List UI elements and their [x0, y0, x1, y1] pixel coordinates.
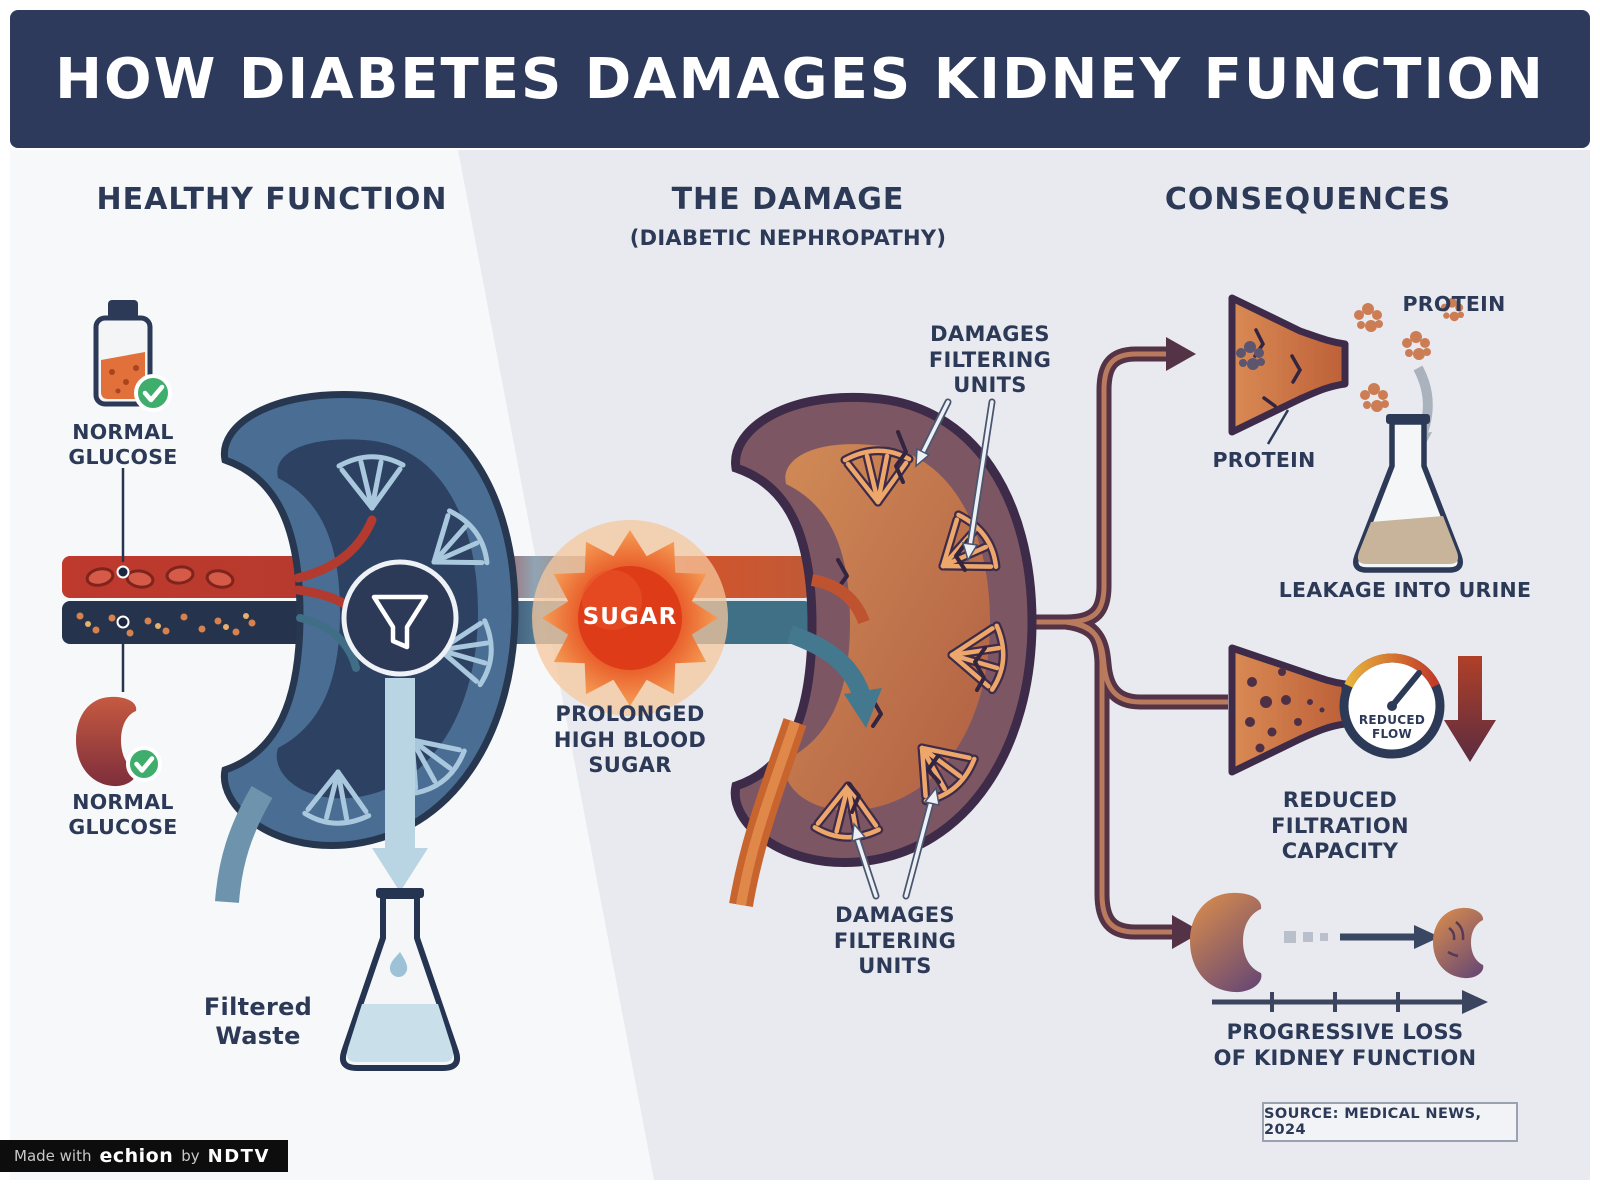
decline-arrow-icon: [1444, 656, 1496, 762]
credit-made-with: Made with: [14, 1147, 92, 1165]
reduced-flow-arrow-icon: [786, 625, 882, 728]
protein-particle: [1402, 331, 1431, 360]
normal-glucose-label-bottom: NORMAL GLUCOSE: [68, 790, 178, 839]
damaged-kidney: [729, 392, 1037, 908]
reduced-filtration-capacity-label: REDUCED FILTRATION CAPACITY: [1271, 788, 1409, 864]
damage-section-subtitle: (DIABETIC NEPHROPATHY): [629, 226, 947, 250]
reduced-flow-gauge-label: REDUCED FLOW: [1358, 713, 1426, 741]
credit-bar: Made with echion by NDTV: [0, 1140, 288, 1172]
progressive-loss-label: PROGRESSIVE LOSS OF KIDNEY FUNCTION: [1213, 1020, 1477, 1070]
kidney-large-icon: [1190, 892, 1262, 993]
prolonged-high-blood-sugar-label: PROLONGED HIGH BLOOD SUGAR: [553, 702, 707, 778]
kidney-small-icon: [1433, 907, 1484, 979]
leaking-nephron-funnel: [1228, 294, 1464, 445]
healthy-section-title: HEALTHY FUNCTION: [96, 182, 448, 217]
protein-particle: [1354, 303, 1383, 332]
consequences-section-title: CONSEQUENCES: [1164, 182, 1452, 217]
protein-label-top: PROTEIN: [1402, 292, 1506, 316]
protein-label-side: PROTEIN: [1212, 448, 1316, 472]
glucose-dots: [76, 612, 256, 637]
filtered-waste-label: Filtered Waste: [203, 993, 313, 1051]
damages-filtering-units-bottom-label: DAMAGES FILTERING UNITS: [833, 903, 957, 979]
urine-flask: [1353, 414, 1463, 573]
blood-cells: [85, 565, 235, 589]
credit-by: by: [181, 1147, 200, 1165]
sugar-label: SUGAR: [582, 604, 678, 630]
header-banner: HOW DIABETES DAMAGES KIDNEY FUNCTION: [10, 10, 1590, 148]
reduced-flow-gauge-icon: [1339, 653, 1445, 759]
source-note: SOURCE: MEDICAL NEWS, 2024: [1262, 1102, 1518, 1142]
clogged-nephron-funnel: [1228, 644, 1349, 776]
check-icon: [134, 374, 172, 412]
ndtv-logo: NDTV: [207, 1145, 270, 1167]
damage-section-title: THE DAMAGE: [671, 182, 905, 217]
healthy-kidney-icon: [76, 696, 162, 787]
filtered-waste-flask: [339, 888, 461, 1071]
consequence-pipes: [1022, 337, 1228, 949]
normal-glucose-label-top: NORMAL GLUCOSE: [68, 420, 178, 469]
filtration-arrow: [372, 678, 428, 892]
protein-particle: [1360, 383, 1389, 412]
glucose-vial-icon: [93, 300, 172, 412]
sugar-burst-icon: [532, 520, 728, 716]
filter-funnel-icon: [341, 559, 459, 677]
timeline: [1212, 990, 1488, 1014]
damage-pointer-arrows: [851, 398, 996, 900]
damages-filtering-units-top-label: DAMAGES FILTERING UNITS: [928, 322, 1052, 398]
page-title: HOW DIABETES DAMAGES KIDNEY FUNCTION: [55, 46, 1545, 112]
crack-marks: [836, 430, 987, 814]
kidney-progression: [1190, 892, 1488, 1014]
echion-logo: echion: [99, 1145, 174, 1167]
leakage-into-urine-label: LEAKAGE INTO URINE: [1278, 578, 1532, 602]
healthy-ureter: [215, 785, 273, 903]
check-icon: [126, 746, 162, 782]
